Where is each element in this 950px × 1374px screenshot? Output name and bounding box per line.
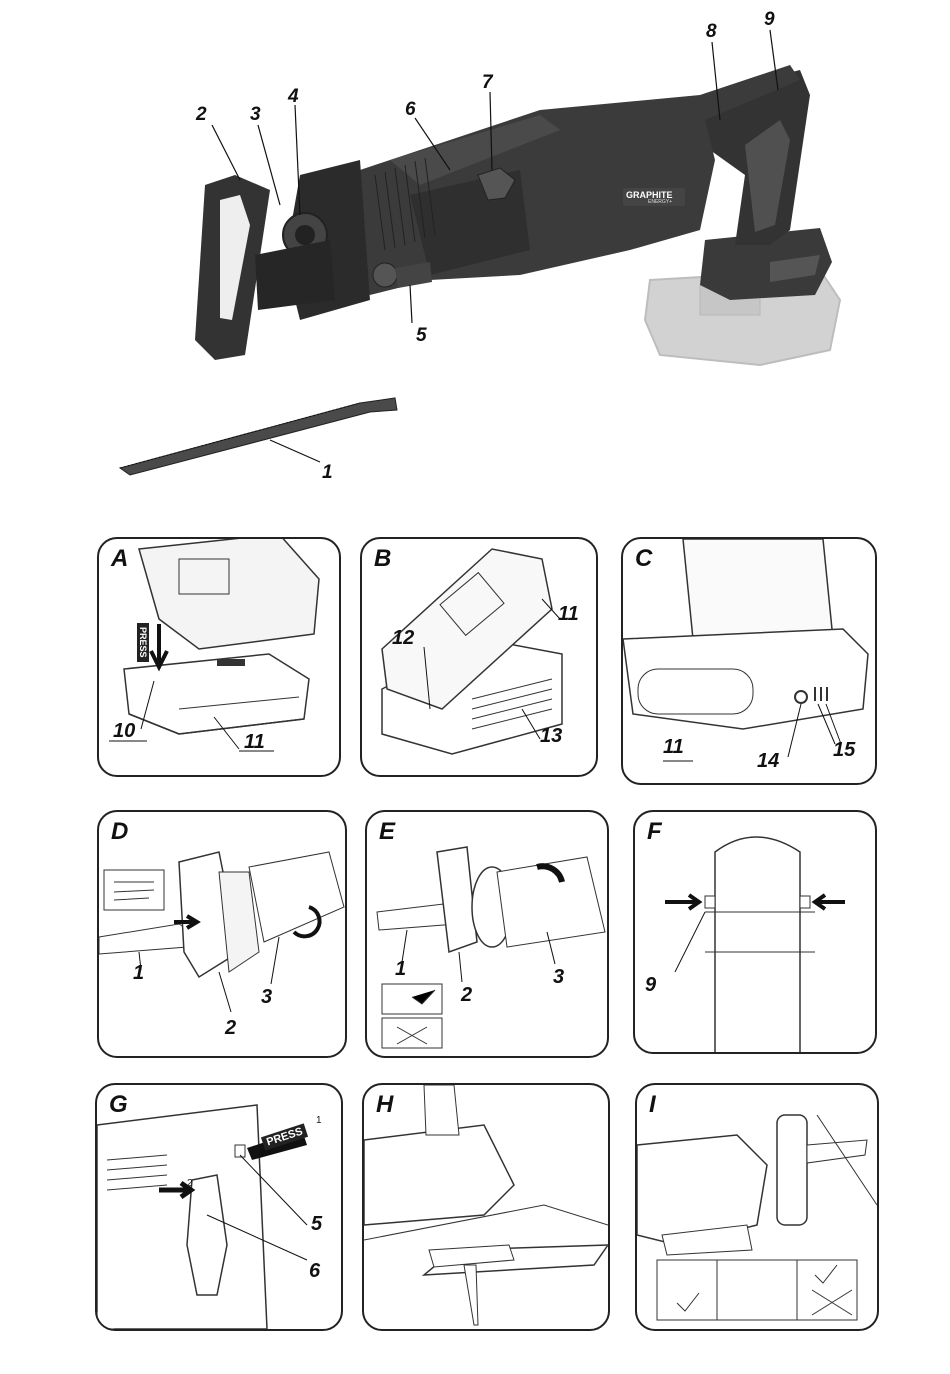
- label-2: 2: [461, 984, 472, 1007]
- step-1: 1: [316, 1115, 322, 1126]
- switch-lock-drawing: [97, 1085, 341, 1329]
- label-13: 13: [540, 725, 562, 748]
- brand-sublabel: ENERGY+: [648, 199, 672, 205]
- label-14: 14: [757, 750, 779, 773]
- callout-4: 4: [288, 86, 299, 108]
- blade-lock-drawing: [367, 812, 607, 1056]
- label-2: 2: [225, 1017, 236, 1040]
- lock-button-drawing: [635, 812, 875, 1052]
- callout-1: 1: [322, 462, 333, 484]
- press-label: PRESS: [137, 623, 149, 662]
- callout-3: 3: [250, 104, 261, 126]
- label-12: 12: [392, 627, 414, 650]
- callout-2: 2: [196, 104, 207, 126]
- label-3: 3: [553, 966, 564, 989]
- step-2: 2: [187, 1178, 193, 1189]
- blade-install-drawing: [99, 812, 345, 1056]
- label-6: 6: [309, 1260, 320, 1283]
- callout-9: 9: [764, 9, 775, 31]
- panel-c: C 11 14 15: [621, 537, 877, 785]
- label-9: 9: [645, 974, 656, 997]
- callout-6: 6: [405, 99, 416, 121]
- callout-7: 7: [482, 72, 493, 94]
- label-1: 1: [395, 958, 406, 981]
- reciprocating-saw-drawing: [0, 0, 950, 500]
- blade-angle-drawing: [637, 1085, 877, 1329]
- label-10: 10: [113, 720, 135, 743]
- panel-e: E 1 2 3: [365, 810, 609, 1058]
- label-11: 11: [663, 736, 684, 759]
- label-1: 1: [133, 962, 144, 985]
- label-5: 5: [311, 1213, 322, 1236]
- operation-drawing: [364, 1085, 608, 1329]
- panel-d: D 1 2 3: [97, 810, 347, 1058]
- callout-8: 8: [706, 21, 717, 43]
- panel-f: F 9: [633, 810, 877, 1054]
- panel-g: G PRESS 1 2 5 6: [95, 1083, 343, 1331]
- label-11: 11: [244, 731, 265, 754]
- label-11: 11: [558, 603, 579, 626]
- panel-b: B 11 12 13: [360, 537, 598, 777]
- callout-5: 5: [416, 325, 427, 347]
- label-3: 3: [261, 986, 272, 1009]
- panel-i: I: [635, 1083, 879, 1331]
- label-15: 15: [833, 739, 855, 762]
- panel-a: A PRESS 10 11: [97, 537, 341, 777]
- panel-h: H: [362, 1083, 610, 1331]
- product-illustration: 1 2 3 4 5 6 7 8 9 GRAPHITE ENERGY+: [0, 0, 950, 500]
